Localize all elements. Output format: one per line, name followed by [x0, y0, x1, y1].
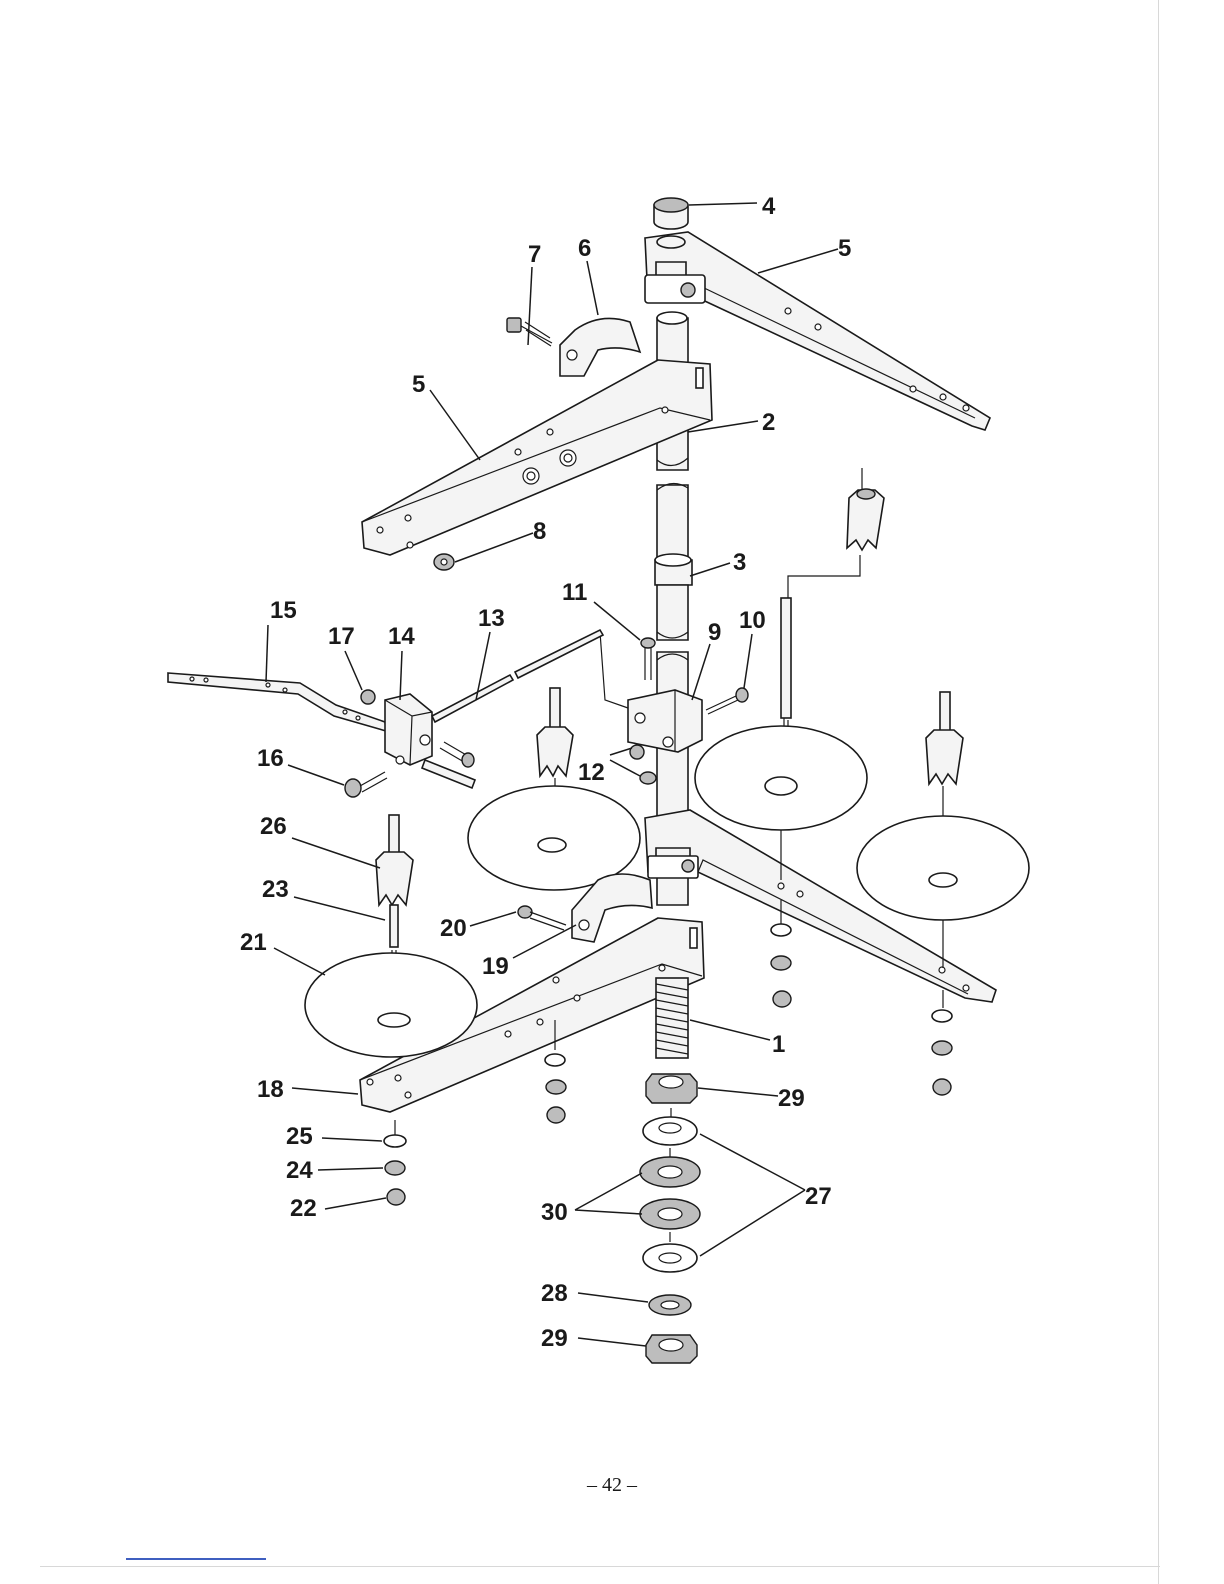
- label-27: 27: [805, 1183, 832, 1210]
- nut-part-17: [361, 690, 375, 704]
- label-10: 10: [739, 607, 766, 634]
- spool-holder-top-right: [695, 468, 884, 830]
- label-2: 2: [762, 409, 775, 436]
- screw-part-16: [345, 772, 387, 797]
- label-9: 9: [708, 619, 721, 646]
- label-18: 18: [257, 1076, 284, 1103]
- screw-part-11: [641, 638, 655, 680]
- label-12: 12: [578, 759, 605, 786]
- label-25: 25: [286, 1123, 313, 1150]
- guide-wire: [600, 632, 628, 708]
- label-5-left: 5: [412, 371, 425, 398]
- spool-holder-far-right: [857, 692, 1029, 920]
- label-21: 21: [240, 929, 267, 956]
- label-5-upper: 5: [838, 235, 851, 262]
- label-14: 14: [388, 623, 415, 650]
- label-30: 30: [541, 1199, 568, 1226]
- label-6: 6: [578, 235, 591, 262]
- nut-stack-center-right: [771, 830, 791, 1007]
- spool-holder-center: [468, 688, 640, 890]
- label-17: 17: [328, 623, 355, 650]
- nut-part-8: [434, 554, 454, 570]
- label-4: 4: [762, 193, 776, 220]
- label-1: 1: [772, 1031, 785, 1058]
- clamp-part-6: [560, 318, 640, 376]
- label-20: 20: [440, 915, 467, 942]
- label-24: 24: [286, 1157, 313, 1184]
- screw-part-20: [518, 906, 566, 930]
- label-29-upper: 29: [778, 1085, 805, 1112]
- page-number: – 42 –: [0, 1474, 1224, 1497]
- screw-right-of-block: [440, 742, 474, 767]
- bracket-part-9: [628, 690, 702, 752]
- label-22: 22: [290, 1195, 317, 1222]
- label-16: 16: [257, 745, 284, 772]
- nuts-part-12: [630, 745, 656, 784]
- label-15: 15: [270, 597, 297, 624]
- threaded-stud-part-1: [656, 978, 688, 1058]
- bottom-hardware-stack: [640, 1074, 700, 1363]
- block-part-14: [385, 694, 432, 765]
- label-13: 13: [478, 605, 505, 632]
- label-19: 19: [482, 953, 509, 980]
- label-26: 26: [260, 813, 287, 840]
- thread-guide-rod-part-15: [168, 673, 386, 731]
- screw-part-10: [706, 688, 748, 714]
- label-29-lower: 29: [541, 1325, 568, 1352]
- nut-stack-right: [932, 920, 952, 1095]
- rod-part-13: [422, 630, 603, 788]
- label-11: 11: [562, 579, 587, 606]
- label-28: 28: [541, 1280, 568, 1307]
- label-23: 23: [262, 876, 289, 903]
- label-3: 3: [733, 549, 746, 576]
- label-8: 8: [533, 518, 546, 545]
- nut-stack-left: [384, 1120, 406, 1205]
- label-7: 7: [528, 241, 541, 268]
